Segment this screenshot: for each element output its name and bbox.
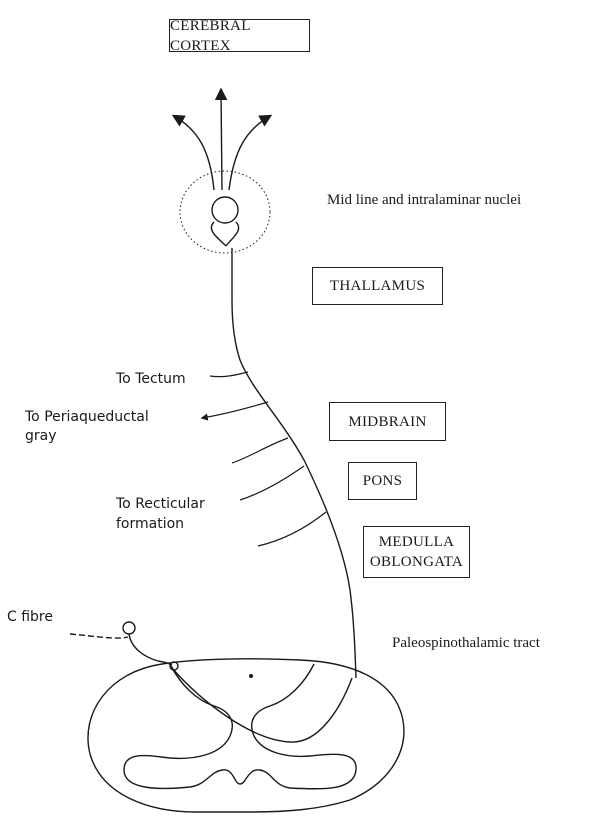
spinal-cord-section (88, 659, 404, 812)
collateral-branches (202, 372, 326, 546)
to-periaqueductal-label-line2: gray (25, 426, 57, 446)
paleospinothalamic-tract-label: Paleospinothalamic tract (392, 633, 540, 653)
spinal-cord-outline (88, 659, 404, 812)
dendrite-left (211, 222, 226, 246)
thalamic-nucleus (180, 171, 270, 253)
medulla-oblongata-box: MEDULLA OBLONGATA (363, 526, 470, 578)
commissural-crossing-fibre (172, 668, 352, 742)
thalamic-neuron-body (212, 197, 238, 223)
to-reticular-label-line1: To Recticular (116, 494, 205, 514)
to-periaqueductal-label-line1: To Periaqueductal (25, 407, 149, 427)
central-canal-dot (250, 675, 253, 678)
midbrain-box: MIDBRAIN (329, 402, 446, 441)
ascending-tract-fibre (232, 248, 356, 678)
c-fibre-label: C fibre (7, 607, 53, 627)
arrow-center (221, 90, 222, 190)
thalamus-box: THALLAMUS (312, 267, 443, 305)
medulla-label-line2: OBLONGATA (370, 552, 463, 572)
thalamus-label: THALLAMUS (330, 276, 425, 296)
cerebral-cortex-label: CEREBRAL CORTEX (170, 16, 309, 56)
ganglion-stem (129, 634, 172, 665)
medulla-label-line1: MEDULLA (379, 532, 454, 552)
branch-to-periaqueductal (202, 402, 268, 418)
midline-intralaminar-nuclei-label: Mid line and intralaminar nuclei (327, 190, 521, 210)
c-fibre-line (70, 634, 128, 638)
nucleus-dotted-boundary (180, 171, 270, 253)
arrow-left (174, 116, 214, 190)
cortical-projection-arrows (174, 90, 270, 190)
pons-label: PONS (363, 471, 403, 491)
dendrite-right (226, 222, 239, 246)
branch-to-reticular-3 (258, 512, 326, 546)
to-tectum-label: To Tectum (116, 369, 186, 389)
to-reticular-label-line2: formation (116, 514, 184, 534)
branch-to-tectum (210, 372, 248, 377)
pons-box: PONS (348, 462, 417, 500)
gray-matter-outline (124, 664, 356, 789)
arrow-right (229, 116, 270, 190)
midbrain-label: MIDBRAIN (348, 412, 426, 432)
cerebral-cortex-box: CEREBRAL CORTEX (169, 19, 310, 52)
ganglion-cell (123, 622, 135, 634)
branch-to-reticular-1 (232, 438, 288, 463)
c-fibre-input (70, 622, 172, 665)
branch-to-reticular-2 (240, 466, 304, 500)
